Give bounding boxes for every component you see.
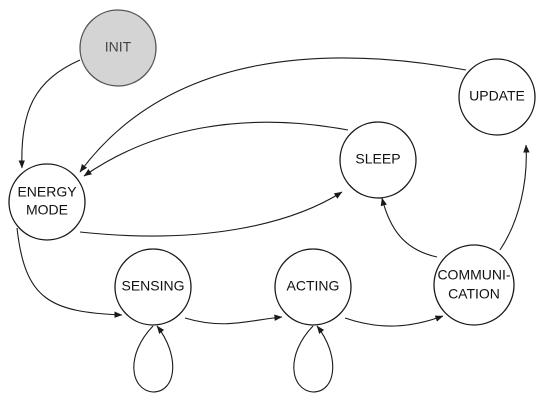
edge-acting-to-communication xyxy=(344,315,444,327)
state-sleep: SLEEP xyxy=(339,121,417,199)
edge-sensing-to-acting xyxy=(184,314,283,325)
state-sensing: SENSING xyxy=(114,248,192,326)
state-communication-label-line2: CATION xyxy=(448,286,500,302)
state-init-label: INIT xyxy=(105,39,132,55)
state-acting-label: ACTING xyxy=(287,278,340,294)
state-update-label: UPDATE xyxy=(469,88,525,104)
edge-init-to-energy-mode xyxy=(18,59,81,169)
state-energy-mode: ENERGY MODE xyxy=(8,163,86,241)
edge-update-to-energy-mode xyxy=(79,57,467,173)
state-update: UPDATE xyxy=(458,58,536,136)
edge-energy-mode-to-sleep xyxy=(79,191,343,237)
edge-communication-to-update xyxy=(499,144,530,251)
state-sleep-label: SLEEP xyxy=(355,151,400,167)
edge-communication-to-sleep xyxy=(380,197,438,258)
edge-acting-self-loop xyxy=(293,325,334,393)
state-sensing-label: SENSING xyxy=(121,278,184,294)
state-init: INIT xyxy=(79,9,157,87)
state-communication-label-line1: COMMUNI- xyxy=(437,267,510,283)
state-acting: ACTING xyxy=(274,248,352,326)
edge-sleep-to-energy-mode xyxy=(83,121,349,177)
state-energy-mode-label-line1: ENERGY xyxy=(17,184,77,200)
edge-sensing-self-loop xyxy=(133,325,174,393)
edge-energy-mode-to-sensing xyxy=(16,227,123,318)
state-communication: COMMUNI- CATION xyxy=(433,244,515,326)
state-energy-mode-label-line2: MODE xyxy=(26,202,68,218)
